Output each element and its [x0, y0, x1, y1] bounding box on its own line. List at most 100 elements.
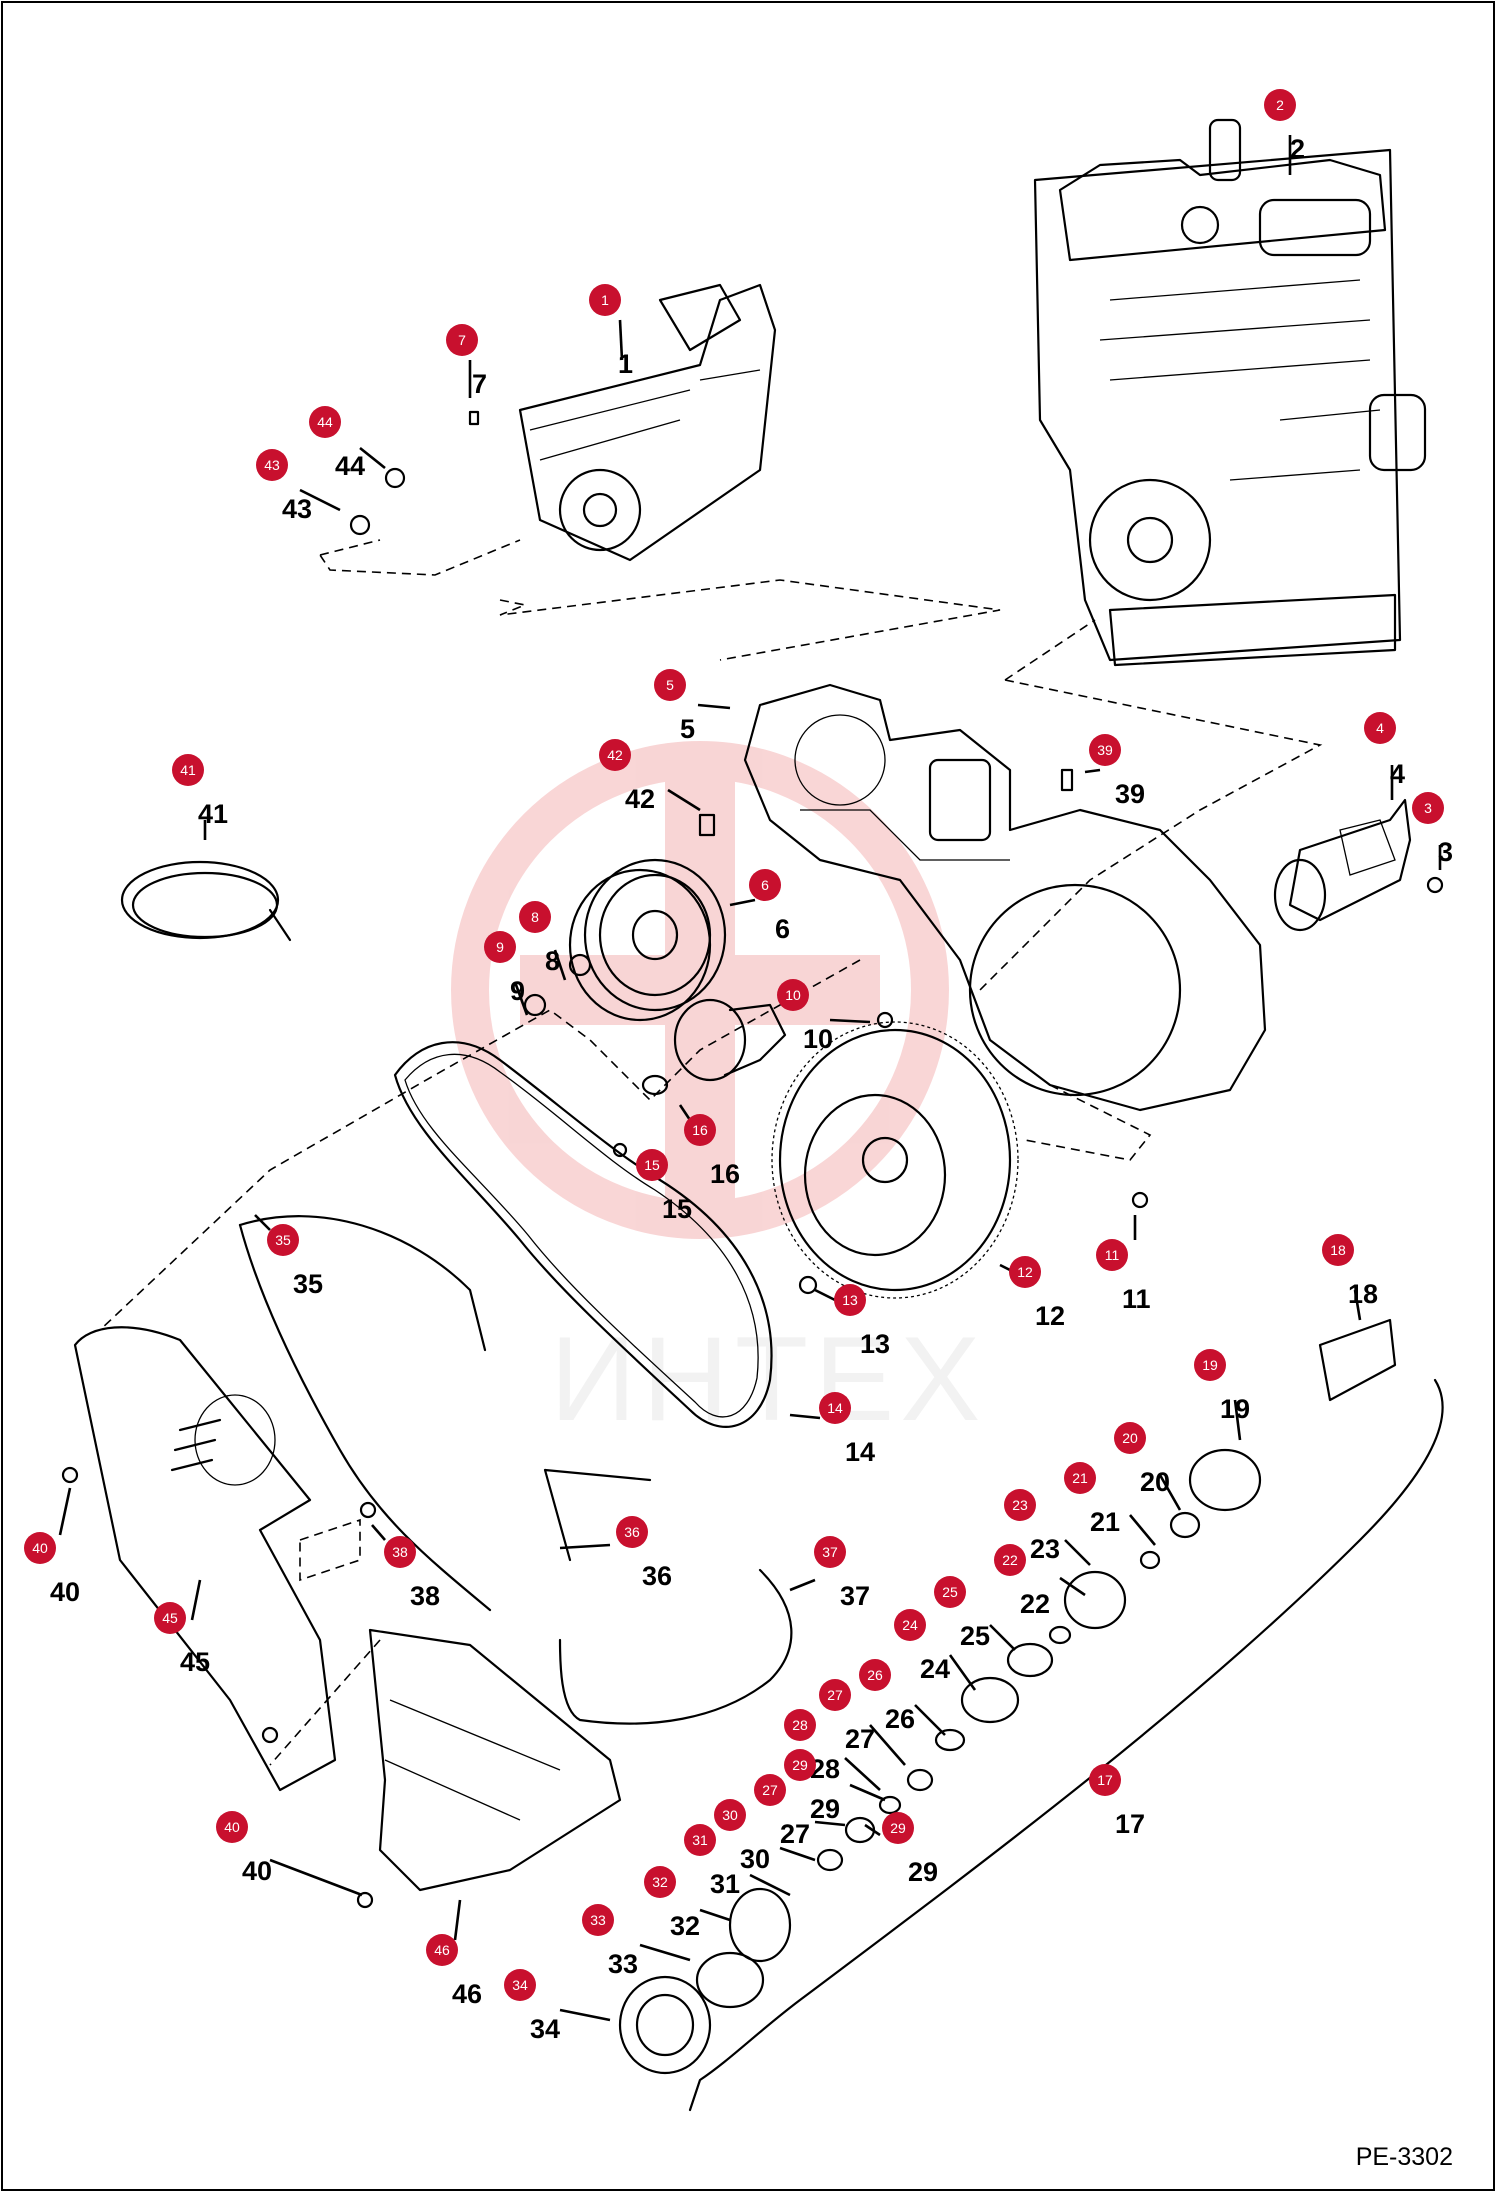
callout-badge-label: 42 [607, 747, 623, 763]
callout-badge [859, 1659, 891, 1691]
callout-leader-line [729, 898, 756, 907]
callout-badge-label: 23 [1012, 1497, 1028, 1513]
callout-leader-line [190, 1579, 202, 1621]
callout-badge-label: 11 [1105, 1247, 1120, 1263]
callout-leader-line [371, 1524, 386, 1541]
callout-leader-line [989, 1624, 1016, 1651]
callout-leader-line [639, 1943, 691, 1962]
callout-badge-label: 36 [624, 1524, 640, 1540]
callout-leader-line [697, 703, 731, 710]
callout-badge [216, 1811, 248, 1843]
callout-badge [636, 1149, 668, 1181]
callout-badge [1064, 1462, 1096, 1494]
callout-leader-line [914, 1704, 946, 1736]
callout-number: 31 [710, 1869, 740, 1899]
callout-number: 23 [1030, 1534, 1060, 1564]
callout-badge [1009, 1256, 1041, 1288]
callout-badge [267, 1224, 299, 1256]
callout-number: 11 [1122, 1284, 1151, 1314]
callout-badge [894, 1609, 926, 1641]
callout-leader-line [779, 1846, 816, 1862]
flywheel [771, 1021, 1019, 1299]
callout-number: 45 [180, 1647, 210, 1677]
callout-badge-label: 40 [224, 1819, 240, 1835]
callout-leader-line [254, 1214, 271, 1231]
callout-badge [446, 324, 478, 356]
callout-number: 41 [198, 799, 228, 829]
callout-badge [684, 1824, 716, 1856]
callout-badge [589, 284, 621, 316]
callout-number: 24 [920, 1654, 950, 1684]
callout-number: 19 [1220, 1394, 1250, 1424]
callout-badge-label: 3 [1424, 800, 1432, 816]
callout-badge-label: 33 [590, 1912, 606, 1928]
callout-leader-line [999, 1263, 1011, 1272]
callout-number: 25 [960, 1621, 990, 1651]
callout-badge [384, 1536, 416, 1568]
callout-leader-line [849, 1783, 886, 1802]
callout-leader-line [789, 1578, 816, 1592]
engine-assembly [1033, 118, 1427, 667]
callout-badge-label: 13 [842, 1292, 858, 1308]
callout-leader-line [699, 1908, 731, 1922]
callout-leader-line [269, 1858, 363, 1897]
callout-badge-label: 46 [434, 1942, 450, 1958]
callout-badge [504, 1969, 536, 2001]
callout-badge [1364, 712, 1396, 744]
lower-shield [368, 1628, 622, 1892]
callout-number: 4 [1390, 759, 1405, 789]
callout-badge [784, 1709, 816, 1741]
callout-number: 22 [1020, 1589, 1050, 1619]
callout-37: 37 37 [789, 1536, 870, 1611]
callout-number: 8 [545, 946, 560, 976]
watermark: ИНТЕХ [451, 741, 980, 1446]
callout-badge-label: 37 [822, 1544, 838, 1560]
callout-number: 27 [780, 1819, 810, 1849]
callout-5: 55 [654, 669, 731, 744]
callout-number: 35 [293, 1269, 323, 1299]
callout-number: 10 [803, 1024, 833, 1054]
callout-leader-line [618, 319, 624, 361]
coolant-hose-coil [120, 860, 292, 942]
callout-badge [1004, 1489, 1036, 1521]
callout-number: 1 [618, 349, 633, 379]
callout-badge-label: 44 [317, 414, 333, 430]
callout-badge-label: 45 [162, 1610, 178, 1626]
callout-badge [426, 1934, 458, 1966]
callout-badge-label: 39 [1097, 742, 1113, 758]
callout-number: 7 [472, 369, 487, 399]
flywheel-housing [743, 683, 1267, 1112]
belt-guard-shield [73, 1326, 337, 1792]
callout-badge-label: 30 [722, 1807, 738, 1823]
crank-pulley [568, 858, 727, 1022]
callout-badge [1089, 734, 1121, 766]
callout-number: 43 [282, 494, 312, 524]
callout-badge-label: 4 [1376, 720, 1384, 736]
callout-badge [1194, 1349, 1226, 1381]
callout-badge [819, 1392, 851, 1424]
callout-badge-label: 26 [867, 1667, 883, 1683]
callout-leader-line [1059, 1576, 1086, 1597]
callout-4: 44 [1364, 712, 1405, 800]
callout-badge [519, 901, 551, 933]
callout-badge-label: 19 [1202, 1357, 1218, 1373]
callout-leader-line [1084, 768, 1101, 774]
callout-number: 2 [1290, 134, 1305, 164]
callout-number: 32 [670, 1911, 700, 1941]
callout-badge-label: 12 [1017, 1264, 1033, 1280]
callout-badge [777, 979, 809, 1011]
callout-number: 37 [840, 1581, 870, 1611]
